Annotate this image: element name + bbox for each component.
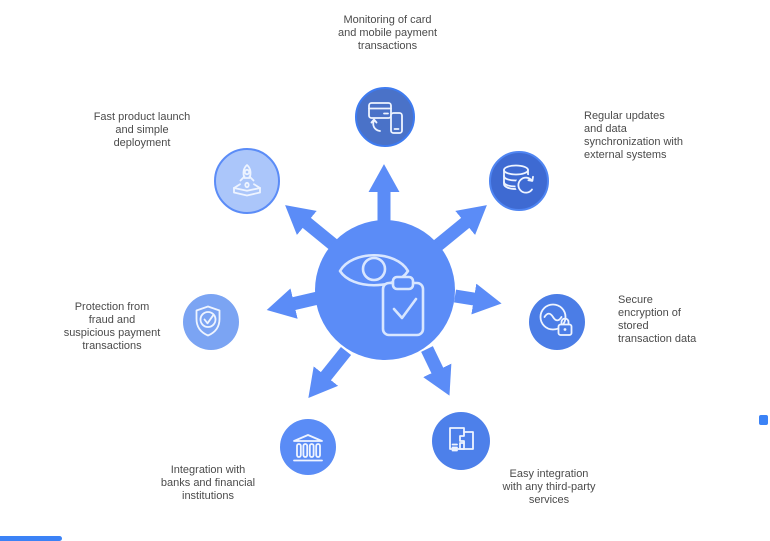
shield-check-icon xyxy=(195,305,221,337)
node-data-sync xyxy=(489,151,549,211)
node-integrations xyxy=(432,412,490,470)
node-card-payments xyxy=(355,87,415,147)
label-integrations: Easy integration with any third-party se… xyxy=(502,468,596,506)
label-data-encryption: Secure encryption of stored transaction … xyxy=(618,294,697,345)
hub-arrows xyxy=(266,164,502,399)
node-banking xyxy=(280,419,336,475)
card-phone-icon xyxy=(368,102,403,134)
label-card-payments: Monitoring of card and mobile payment tr… xyxy=(337,14,438,52)
eye-clipboard-icon xyxy=(338,253,425,337)
stray-blue-bar xyxy=(0,536,62,541)
label-quick-launch: Fast product launch and simple deploymen… xyxy=(93,111,191,149)
integration-pieces-icon xyxy=(449,427,474,452)
node-fraud-protection xyxy=(183,294,239,350)
label-data-sync: Regular updates and data synchronization… xyxy=(584,110,684,161)
label-banking: Integration with banks and financial ins… xyxy=(160,464,256,502)
database-refresh-icon xyxy=(503,164,535,196)
rocket-launch-icon xyxy=(233,164,261,197)
wave-lock-icon xyxy=(539,303,573,336)
node-quick-launch xyxy=(214,148,280,214)
label-fraud-protection: Protection from fraud and suspicious pay… xyxy=(63,301,161,352)
stray-blue-dot xyxy=(759,415,768,425)
bank-icon xyxy=(293,434,323,462)
node-data-encryption xyxy=(529,294,585,350)
